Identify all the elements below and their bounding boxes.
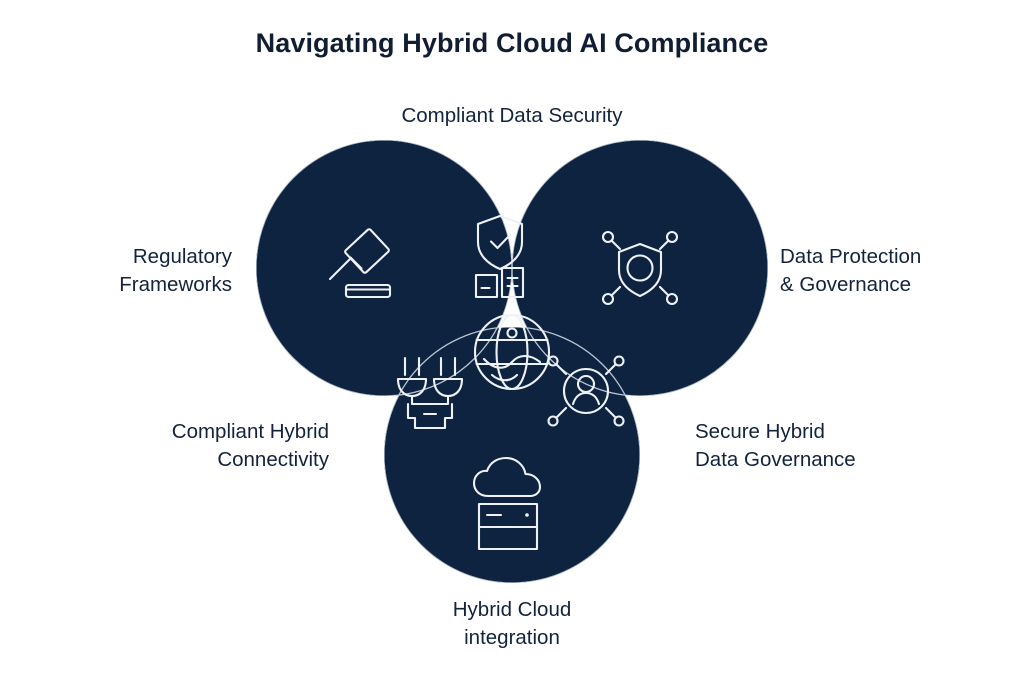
shield-network-icon [601,230,679,306]
venn-label-data-protection-governance: Data Protection & Governance [780,245,922,296]
venn-circles [256,140,768,583]
cloud-server-icon [472,456,542,551]
user-network-icon [547,355,625,427]
globe-icon [473,313,551,391]
venn-label-secure-hybrid-data-governance: Secure Hybrid Data Governance [695,420,856,471]
gavel-icon [328,228,392,299]
venn-circle-regulatory-frameworks [256,140,512,396]
venn-label-compliant-hybrid-connectivity: Compliant Hybrid Connectivity [171,420,329,471]
plug-connector-icon [396,356,464,430]
venn-label-regulatory-frameworks: Regulatory Frameworks [119,245,232,296]
venn-label-compliant-data-security: Compliant Data Security [401,104,623,127]
venn-label-hybrid-cloud-integration: Hybrid Cloud integration [452,598,572,649]
venn-circle-data-protection-governance [512,140,768,396]
shield-check-documents-icon [474,214,525,299]
venn-circle-hybrid-cloud-integration [384,327,640,583]
page-title: Navigating Hybrid Cloud AI Compliance [255,28,769,58]
